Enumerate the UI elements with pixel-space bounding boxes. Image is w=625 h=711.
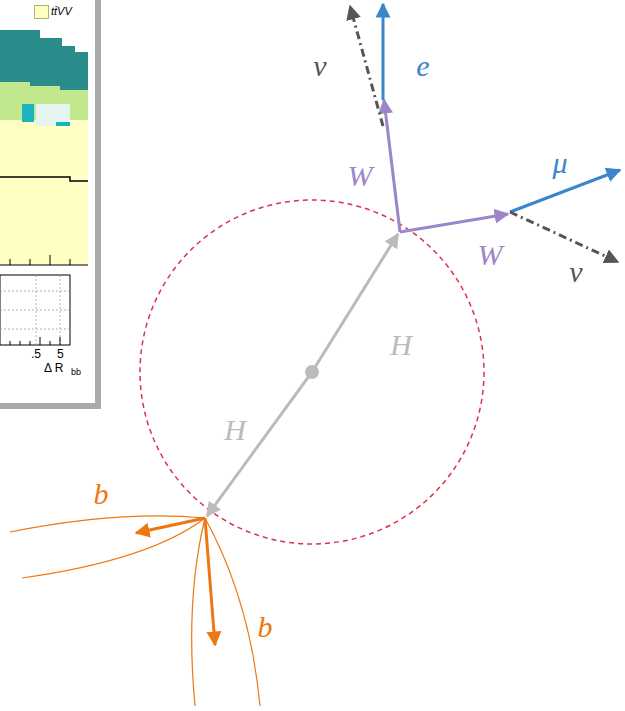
electron-label: e (416, 51, 429, 81)
chart-inset (0, 0, 98, 406)
muon-label: μ (552, 148, 567, 178)
w-label: W (478, 240, 503, 270)
higgs-arrow (312, 234, 398, 372)
jet-cone (10, 516, 205, 578)
b-quark-label: b (94, 479, 109, 509)
b-jet-arrow (205, 518, 215, 645)
axis-tick-label: .5 (31, 348, 41, 360)
jet-cone (192, 518, 260, 706)
neutrino-label: v (569, 257, 582, 287)
higgs-arrow (207, 372, 312, 516)
rest-frame-circle (140, 200, 484, 544)
w-arrow (384, 100, 400, 232)
w-label: W (348, 161, 373, 191)
axis-title-subscript: bb (71, 368, 81, 377)
neutrino-arrow (350, 6, 383, 126)
b-quark-label: b (258, 612, 273, 642)
w-arrow (400, 214, 508, 232)
higgs-label: H (390, 330, 412, 360)
legend-swatch (34, 5, 49, 19)
axis-title: Δ R (44, 362, 63, 374)
higgs-label: H (224, 415, 246, 445)
neutrino-arrow (510, 212, 618, 262)
electron-arrow (382, 4, 385, 100)
legend-text: tt̄VV (51, 6, 72, 17)
axis-tick-label: 5 (57, 348, 64, 360)
b-jet-arrow (136, 518, 205, 533)
higgs-pair-vertex (305, 365, 319, 379)
neutrino-label: v (313, 51, 326, 81)
